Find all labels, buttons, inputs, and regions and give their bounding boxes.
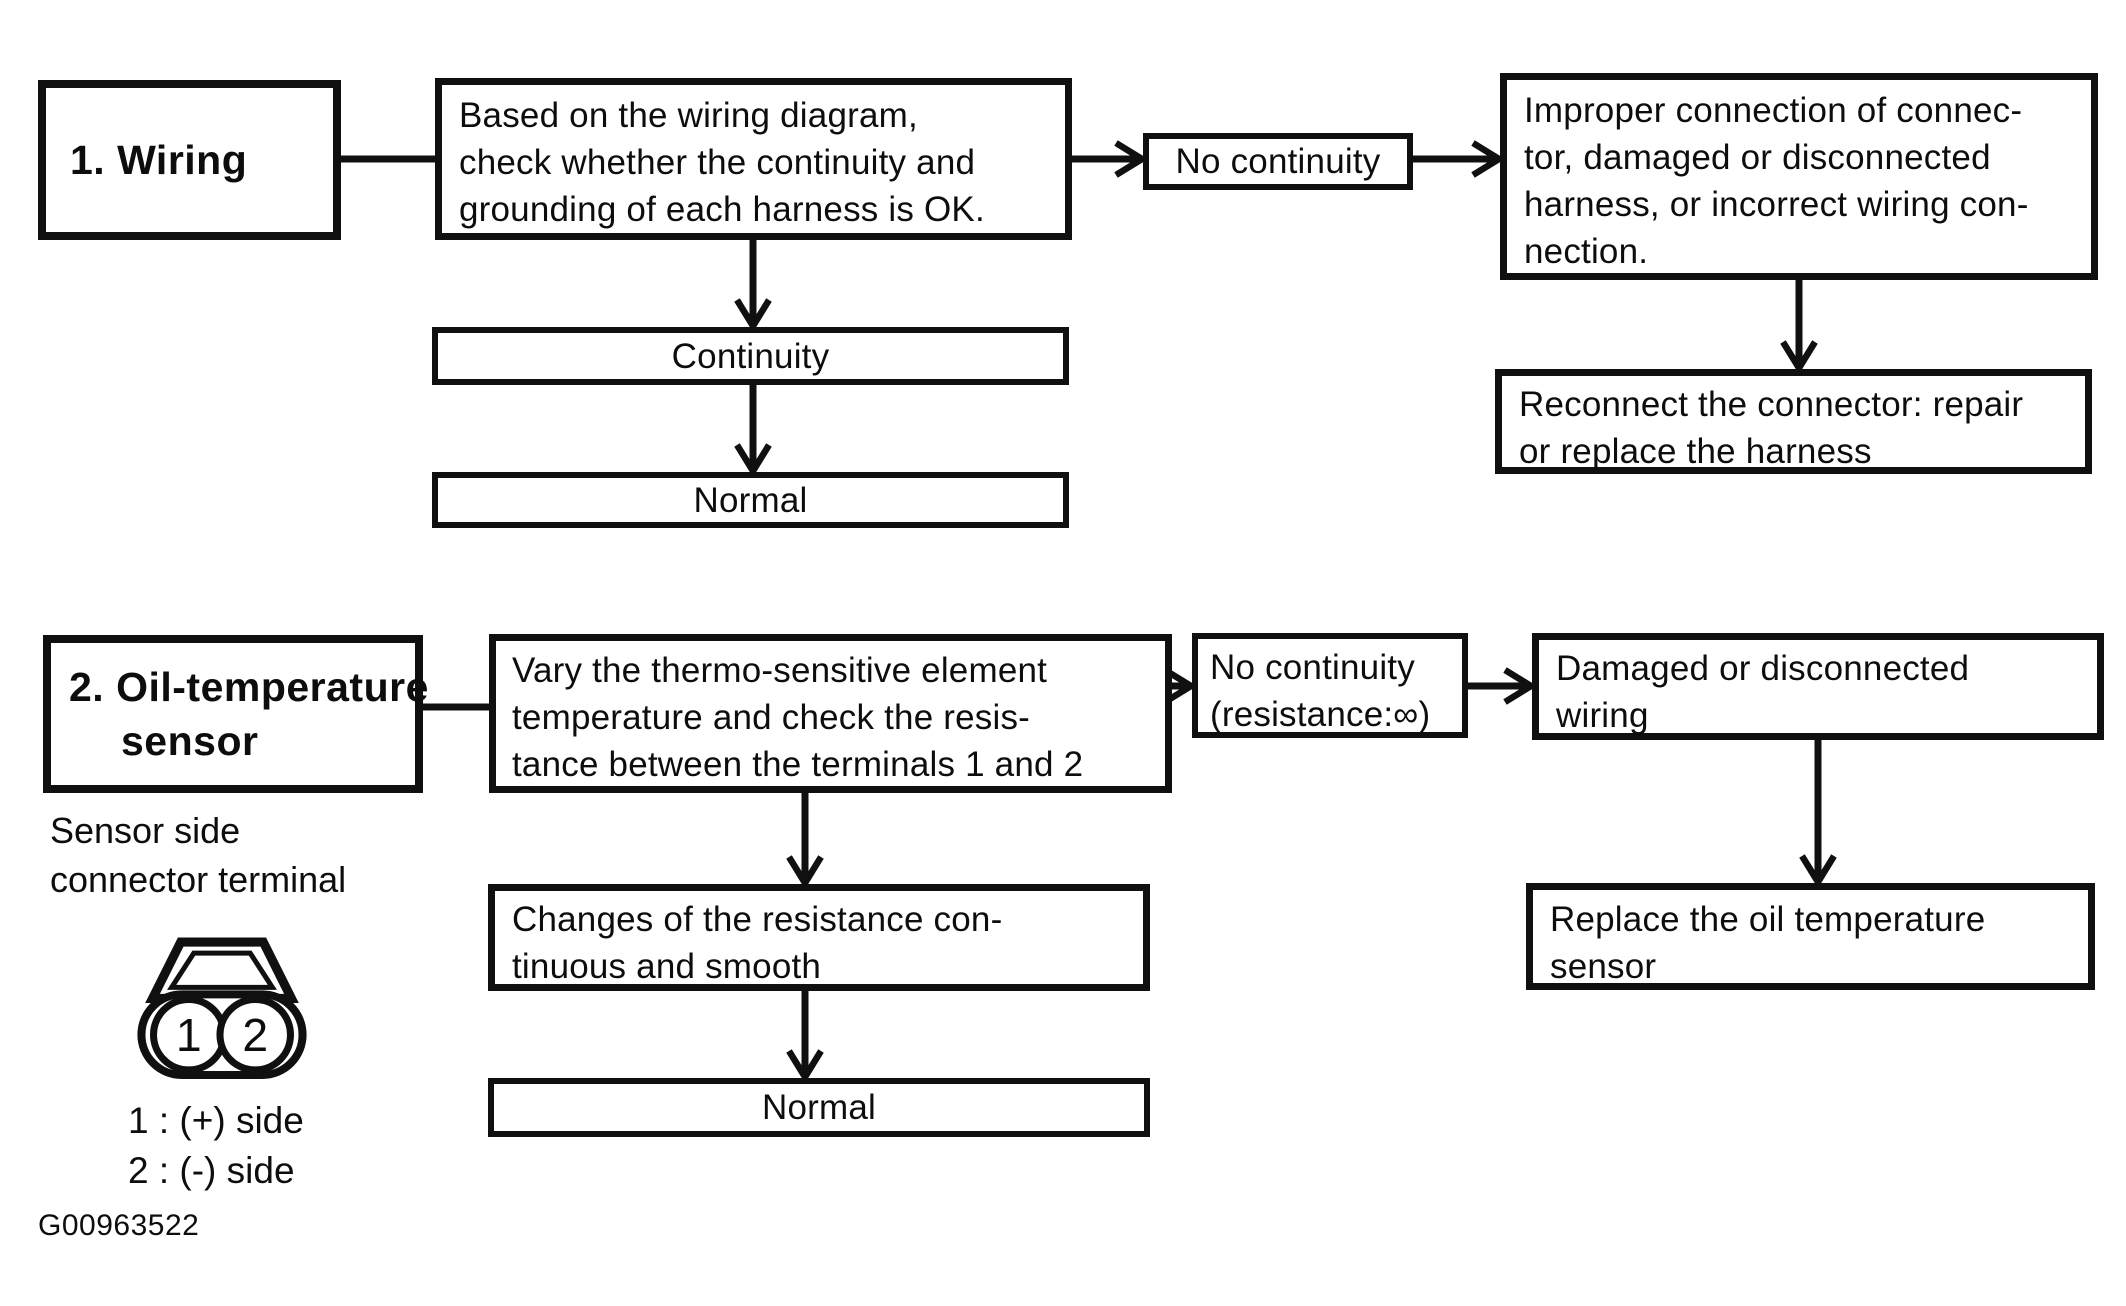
step1-cause-line: harness, or incorrect wiring con- <box>1524 185 2029 224</box>
connector-shell-top <box>145 937 299 1003</box>
step2-cause-line: Damaged or disconnected <box>1556 649 1970 688</box>
step2-no-continuity-line: (resistance:∞) <box>1210 695 1431 734</box>
step1-remedy-box: Reconnect the connector: repair or repla… <box>1495 369 2092 474</box>
figure-code: G00963522 <box>38 1209 200 1242</box>
step1-continuity-label: Continuity <box>671 336 830 376</box>
step2-normal-box: Normal <box>488 1078 1150 1137</box>
step2-process-line: temperature and check the resis- <box>512 698 1031 737</box>
step2-result-box: Changes of the resistance con- tinuous a… <box>488 884 1150 991</box>
step2-result-line: tinuous and smooth <box>512 947 822 986</box>
step2-remedy-box: Replace the oil temperature sensor <box>1526 883 2095 990</box>
step1-no-continuity-box: No continuity <box>1143 133 1413 190</box>
sensor-side-caption: Sensor side connector terminal <box>50 806 346 904</box>
step2-process-line: tance between the terminals 1 and 2 <box>512 745 1084 784</box>
connector-shell-inner-line <box>167 950 277 990</box>
step1-process-line: check whether the continuity and <box>459 143 976 182</box>
sensor-side-caption-line: Sensor side <box>50 810 241 851</box>
terminal-legend-line: 2 : (-) side <box>128 1150 295 1191</box>
step2-cause-line: wiring <box>1556 696 1649 735</box>
step2-label-line: sensor <box>121 718 259 764</box>
arrowhead-down-normal2 <box>786 1049 824 1084</box>
step2-label-line: 2. Oil-temperature <box>69 664 429 710</box>
step1-process-box: Based on the wiring diagram, check wheth… <box>435 78 1072 240</box>
connector-terminal-icon: 1 2 <box>137 937 307 1079</box>
step1-normal-box: Normal <box>432 472 1069 528</box>
step1-cause-box: Improper connection of connec- tor, dama… <box>1500 73 2098 280</box>
arrowhead-down-normal1 <box>734 443 772 478</box>
step2-oil-temperature-sensor-box: 2. Oil-temperature sensor <box>43 635 429 793</box>
step1-remedy-line: Reconnect the connector: repair <box>1519 385 2024 424</box>
step2-result-line: Changes of the resistance con- <box>512 900 1003 939</box>
arrowhead-right-nocontinuity2 <box>1163 667 1198 705</box>
arrowhead-right-cause2 <box>1503 667 1538 705</box>
step1-no-continuity-label: No continuity <box>1175 142 1381 181</box>
step1-process-line: Based on the wiring diagram, <box>459 96 918 135</box>
terminal-legend: 1 : (+) side 2 : (-) side <box>128 1096 304 1196</box>
arrowhead-down-remedy2 <box>1799 854 1837 889</box>
step2-process-line: Vary the thermo-sensitive element <box>512 651 1048 690</box>
arrowhead-right-cause <box>1471 140 1506 178</box>
step1-wiring-label: 1. Wiring <box>70 137 248 183</box>
sensor-side-caption-line: connector terminal <box>50 859 347 900</box>
step2-normal-label: Normal <box>762 1088 876 1127</box>
step1-cause-line: tor, damaged or disconnected <box>1524 138 1991 177</box>
step1-remedy-line: or replace the harness <box>1519 432 1872 471</box>
step1-cause-line: nection. <box>1524 232 1649 271</box>
terminal-legend-line: 1 : (+) side <box>128 1100 304 1141</box>
terminal-2-number: 2 <box>242 1009 268 1061</box>
step1-normal-label: Normal <box>693 480 808 520</box>
step2-no-continuity-box: No continuity (resistance:∞) <box>1192 633 1468 738</box>
terminal-2-circle <box>216 995 295 1074</box>
step2-remedy-line: Replace the oil temperature <box>1550 900 1986 939</box>
arrowhead-down-result2 <box>786 855 824 890</box>
step1-wiring-box: 1. Wiring <box>38 80 341 240</box>
step2-cause-box: Damaged or disconnected wiring <box>1532 633 2104 740</box>
step1-process-line: grounding of each harness is OK. <box>459 190 985 229</box>
step2-process-box: Vary the thermo-sensitive element temper… <box>489 634 1172 793</box>
step1-continuity-box: Continuity <box>432 327 1069 385</box>
step2-no-continuity-line: No continuity <box>1210 648 1415 687</box>
arrowhead-down-continuity <box>734 298 772 333</box>
arrowhead-down-remedy1 <box>1780 340 1818 375</box>
step1-cause-line: Improper connection of connec- <box>1524 91 2023 130</box>
terminal-1-number: 1 <box>176 1009 202 1061</box>
step2-remedy-line: sensor <box>1550 947 1657 986</box>
arrowhead-right-nocontinuity <box>1114 140 1149 178</box>
